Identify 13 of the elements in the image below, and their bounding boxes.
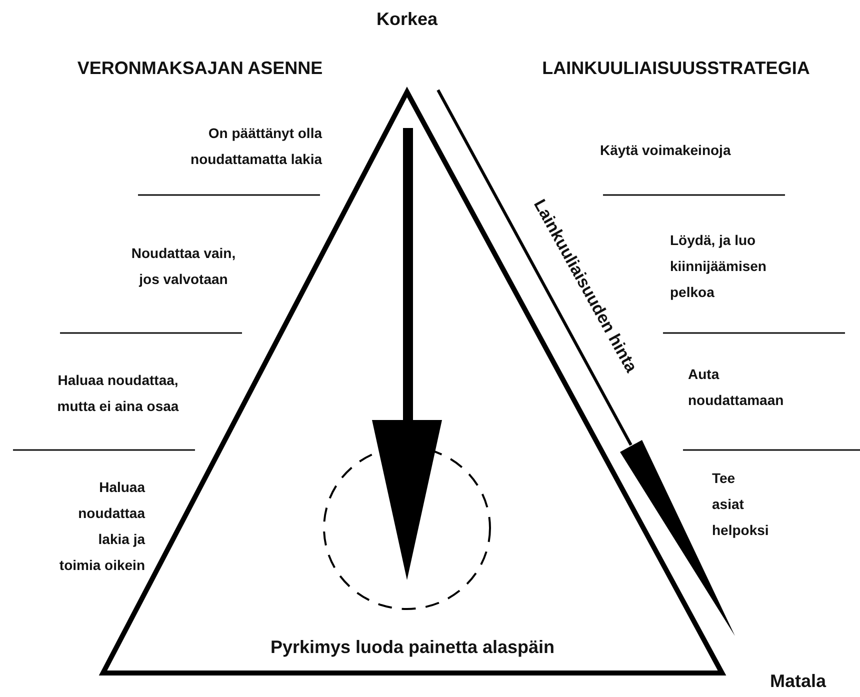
attitude-text: Haluaa noudattaa lakia ja toimia oikein: [58, 478, 145, 575]
attitude-text: Haluaa noudattaa, mutta ei aina osaa: [56, 371, 180, 416]
column-heading: LAINKUULIAISUUSSTRATEGIA: [541, 57, 811, 79]
scale-label: Korkea: [375, 8, 439, 30]
strategy-text: Käytä voimakeinoja: [600, 141, 732, 160]
attitude-text: Noudattaa vain, jos valvotaan: [130, 244, 237, 289]
attitude-text: On päättänyt olla noudattamatta lakia: [190, 124, 322, 169]
strategy-text: Löydä, ja luo kiinnijäämisen pelkoa: [670, 231, 768, 302]
scale-label: Matala: [770, 670, 828, 692]
strategy-text: Tee asiat helpoksi: [712, 469, 770, 540]
pyramid-caption: Pyrkimys luoda painetta alaspäin: [269, 636, 556, 659]
column-heading: VERONMAKSAJAN ASENNE: [76, 57, 324, 79]
strategy-text: Auta noudattamaan: [688, 365, 785, 410]
